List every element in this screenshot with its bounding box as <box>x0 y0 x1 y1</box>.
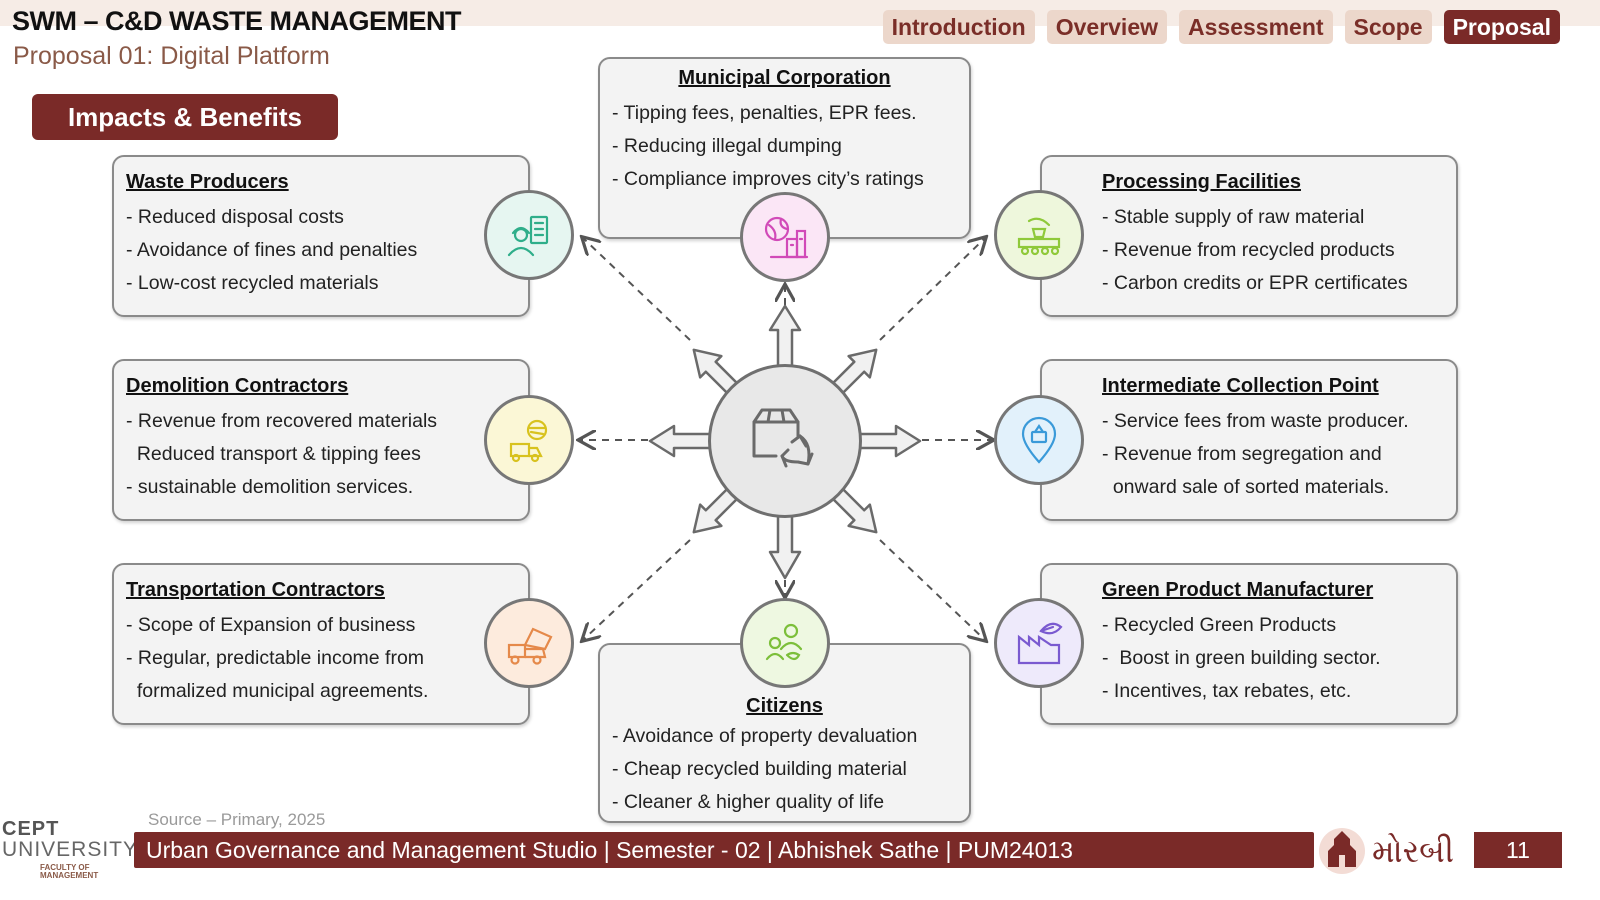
dashed-arrow-green-manufacturer <box>879 539 985 640</box>
dashed-arrow-processing <box>879 238 985 341</box>
card-title: Intermediate Collection Point <box>1102 375 1379 397</box>
card-line: - Revenue from segregation and <box>1102 443 1382 465</box>
dashed-arrow-transport <box>583 539 691 640</box>
card-intermediate-collection-point: Intermediate Collection Point - Service … <box>1040 359 1458 521</box>
card-line: onward sale of sorted materials. <box>1102 476 1390 498</box>
tab-proposal[interactable]: Proposal <box>1443 10 1560 44</box>
impacts-benefits-button[interactable]: Impacts & Benefits <box>32 94 338 140</box>
dump-truck-icon <box>484 598 574 688</box>
morbi-logo: મોરબી <box>1318 826 1468 876</box>
box-recycle-icon <box>708 364 862 518</box>
card-line: - Revenue from recycled products <box>1102 239 1395 261</box>
card-line: - Revenue from recovered materials <box>126 410 438 432</box>
tab-overview[interactable]: Overview <box>1046 10 1168 44</box>
card-line: - Regular, predictable income from <box>126 647 425 669</box>
card-title: Municipal Corporation <box>678 67 891 89</box>
source-note: Source – Primary, 2025 <box>148 810 326 829</box>
card-line: - Low-cost recycled materials <box>126 272 379 294</box>
card-line: - Recycled Green Products <box>1102 614 1337 636</box>
cept-logo-line2: UNIVERSITY <box>2 838 139 861</box>
card-title: Green Product Manufacturer <box>1102 579 1374 601</box>
globe-city-icon <box>740 192 830 282</box>
card-line: - Carbon credits or EPR certificates <box>1102 272 1408 294</box>
card-line: - Cleaner & higher quality of life <box>612 791 885 813</box>
people-icon <box>740 598 830 688</box>
nav-tabs: Introduction Overview Assessment Scope P… <box>882 10 1560 44</box>
card-title: Waste Producers <box>126 171 289 193</box>
cept-university-logo: CEPT UNIVERSITY FACULTY OF MANAGEMENT <box>2 818 137 882</box>
cept-logo-line1: CEPT <box>2 818 60 840</box>
card-waste-producers: Waste Producers - Reduced disposal costs… <box>112 155 530 317</box>
card-line: - Avoidance of property devaluation <box>612 725 918 747</box>
processing-plant-icon <box>994 190 1084 280</box>
card-line: - sustainable demolition services. <box>126 476 414 498</box>
palace-icon <box>1319 828 1365 874</box>
page-title: SWM – C&D WASTE MANAGEMENT <box>12 6 462 36</box>
location-pin-icon <box>994 395 1084 485</box>
card-line: - Reduced disposal costs <box>126 206 344 228</box>
card-line: - Stable supply of raw material <box>1102 206 1365 228</box>
card-line: - Incentives, tax rebates, etc. <box>1102 680 1352 702</box>
dashed-arrow-waste-producers <box>583 238 691 341</box>
tab-introduction[interactable]: Introduction <box>882 10 1035 44</box>
tab-scope[interactable]: Scope <box>1344 10 1432 44</box>
top-strip <box>0 0 1600 26</box>
card-title: Transportation Contractors <box>126 579 385 601</box>
truck-worker-icon <box>484 395 574 485</box>
tab-assessment[interactable]: Assessment <box>1179 10 1333 44</box>
morbi-wordmark: મોરબી <box>1372 831 1454 870</box>
card-line: - Service fees from waste producer. <box>1102 410 1409 432</box>
footer-bar: Urban Governance and Management Studio |… <box>134 832 1314 868</box>
card-line: - Compliance improves city’s ratings <box>612 168 924 190</box>
card-line: - Reducing illegal dumping <box>612 135 842 157</box>
card-line: - Scope of Expansion of business <box>126 614 416 636</box>
cept-logo-line3: FACULTY OF MANAGEMENT <box>40 863 99 880</box>
page-subtitle: Proposal 01: Digital Platform <box>13 42 330 70</box>
card-title: Demolition Contractors <box>126 375 349 397</box>
card-title: Processing Facilities <box>1102 171 1301 193</box>
card-line: - Boost in green building sector. <box>1102 647 1381 669</box>
factory-leaf-icon <box>994 598 1084 688</box>
card-processing-facilities: Processing Facilities - Stable supply of… <box>1040 155 1458 317</box>
card-line: - Avoidance of fines and penalties <box>126 239 418 261</box>
card-line: - Cheap recycled building material <box>612 758 907 780</box>
card-transportation-contractors: Transportation Contractors - Scope of Ex… <box>112 563 530 725</box>
card-line: Reduced transport & tipping fees <box>126 443 421 465</box>
card-title: Citizens <box>746 695 823 717</box>
card-line: formalized municipal agreements. <box>126 680 429 702</box>
card-demolition-contractors: Demolition Contractors - Revenue from re… <box>112 359 530 521</box>
page-number: 11 <box>1474 832 1562 868</box>
card-line: - Tipping fees, penalties, EPR fees. <box>612 102 917 124</box>
card-green-product-manufacturer: Green Product Manufacturer - Recycled Gr… <box>1040 563 1458 725</box>
worker-building-icon <box>484 190 574 280</box>
